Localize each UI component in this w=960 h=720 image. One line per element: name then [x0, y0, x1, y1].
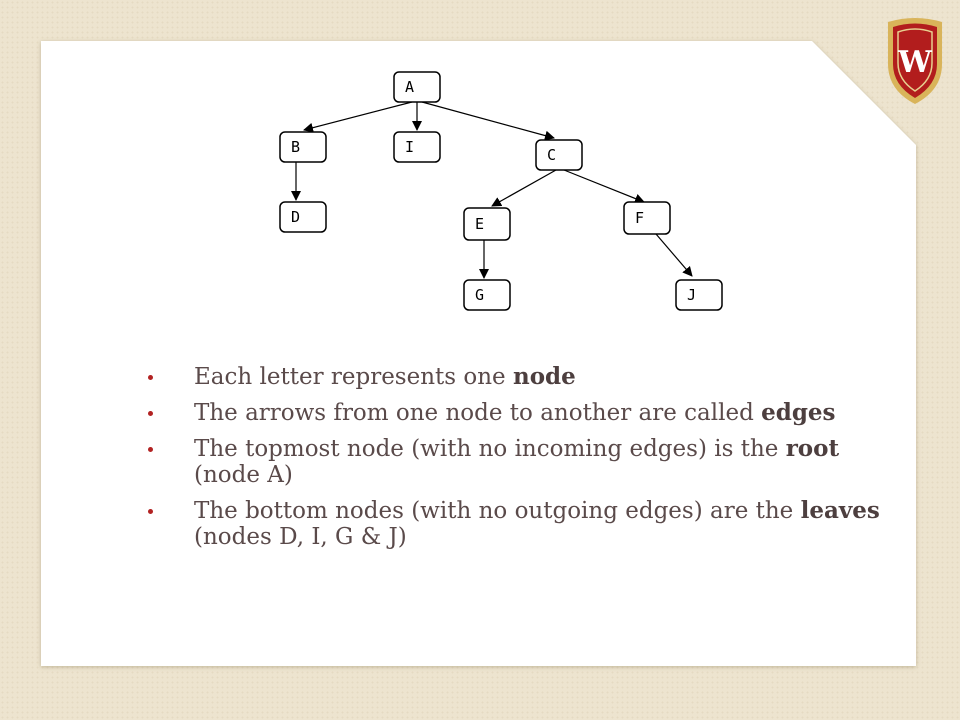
node-g: G — [463, 279, 511, 311]
bullet-term: root — [785, 435, 840, 462]
bullet-dot-icon — [148, 447, 153, 452]
bullet-dot-icon — [148, 411, 153, 416]
bullet-list: Each letter represents one node The arro… — [146, 364, 886, 560]
node-g-label: G — [475, 286, 484, 304]
crest-logo: W — [888, 18, 942, 104]
node-d-label: D — [291, 208, 300, 226]
crest-inner-border — [897, 28, 933, 92]
node-j: J — [675, 279, 723, 311]
bullet-item: The topmost node (with no incoming edges… — [146, 436, 886, 488]
edge-a-b — [303, 101, 413, 133]
bullet-item: The arrows from one node to another are … — [146, 400, 886, 426]
bullet-item: Each letter represents one node — [146, 364, 886, 390]
node-c-label: C — [547, 146, 556, 164]
tree-diagram: A B I C D E F G — [279, 71, 723, 311]
bullet-item: The bottom nodes (with no outgoing edges… — [146, 498, 886, 550]
bullet-term: node — [512, 363, 576, 390]
node-i: I — [393, 131, 441, 163]
node-b: B — [279, 131, 327, 163]
bullet-text-pre: The arrows from one node to another are … — [194, 400, 762, 426]
edge-f-j — [655, 233, 693, 277]
node-f: F — [623, 201, 671, 235]
bullet-text-pre: Each letter represents one — [194, 364, 513, 390]
bullet-text-post: (node A) — [194, 462, 293, 488]
node-c: C — [535, 139, 583, 171]
bullet-term: leaves — [800, 497, 880, 524]
node-e: E — [463, 207, 511, 241]
node-b-label: B — [291, 138, 300, 156]
bullet-text-post: (nodes D, I, G & J) — [194, 524, 407, 550]
bullet-dot-icon — [148, 509, 153, 514]
node-e-label: E — [475, 215, 484, 233]
crest-inner — [893, 23, 937, 98]
edge-c-f — [563, 169, 645, 204]
crest-letter: W — [897, 45, 933, 80]
bullet-text-pre: The bottom nodes (with no outgoing edges… — [194, 498, 801, 524]
bullet-dot-icon — [148, 375, 153, 380]
node-j-label: J — [687, 286, 696, 304]
node-d: D — [279, 201, 327, 233]
edge-a-c — [421, 101, 555, 141]
node-a: A — [393, 71, 441, 103]
node-a-label: A — [405, 78, 414, 96]
card-body — [41, 41, 916, 666]
bullet-text-pre: The topmost node (with no incoming edges… — [194, 436, 786, 462]
node-f-label: F — [635, 209, 644, 227]
edge-c-e — [491, 169, 557, 207]
bullet-term: edges — [761, 399, 836, 426]
node-i-label: I — [405, 138, 414, 156]
